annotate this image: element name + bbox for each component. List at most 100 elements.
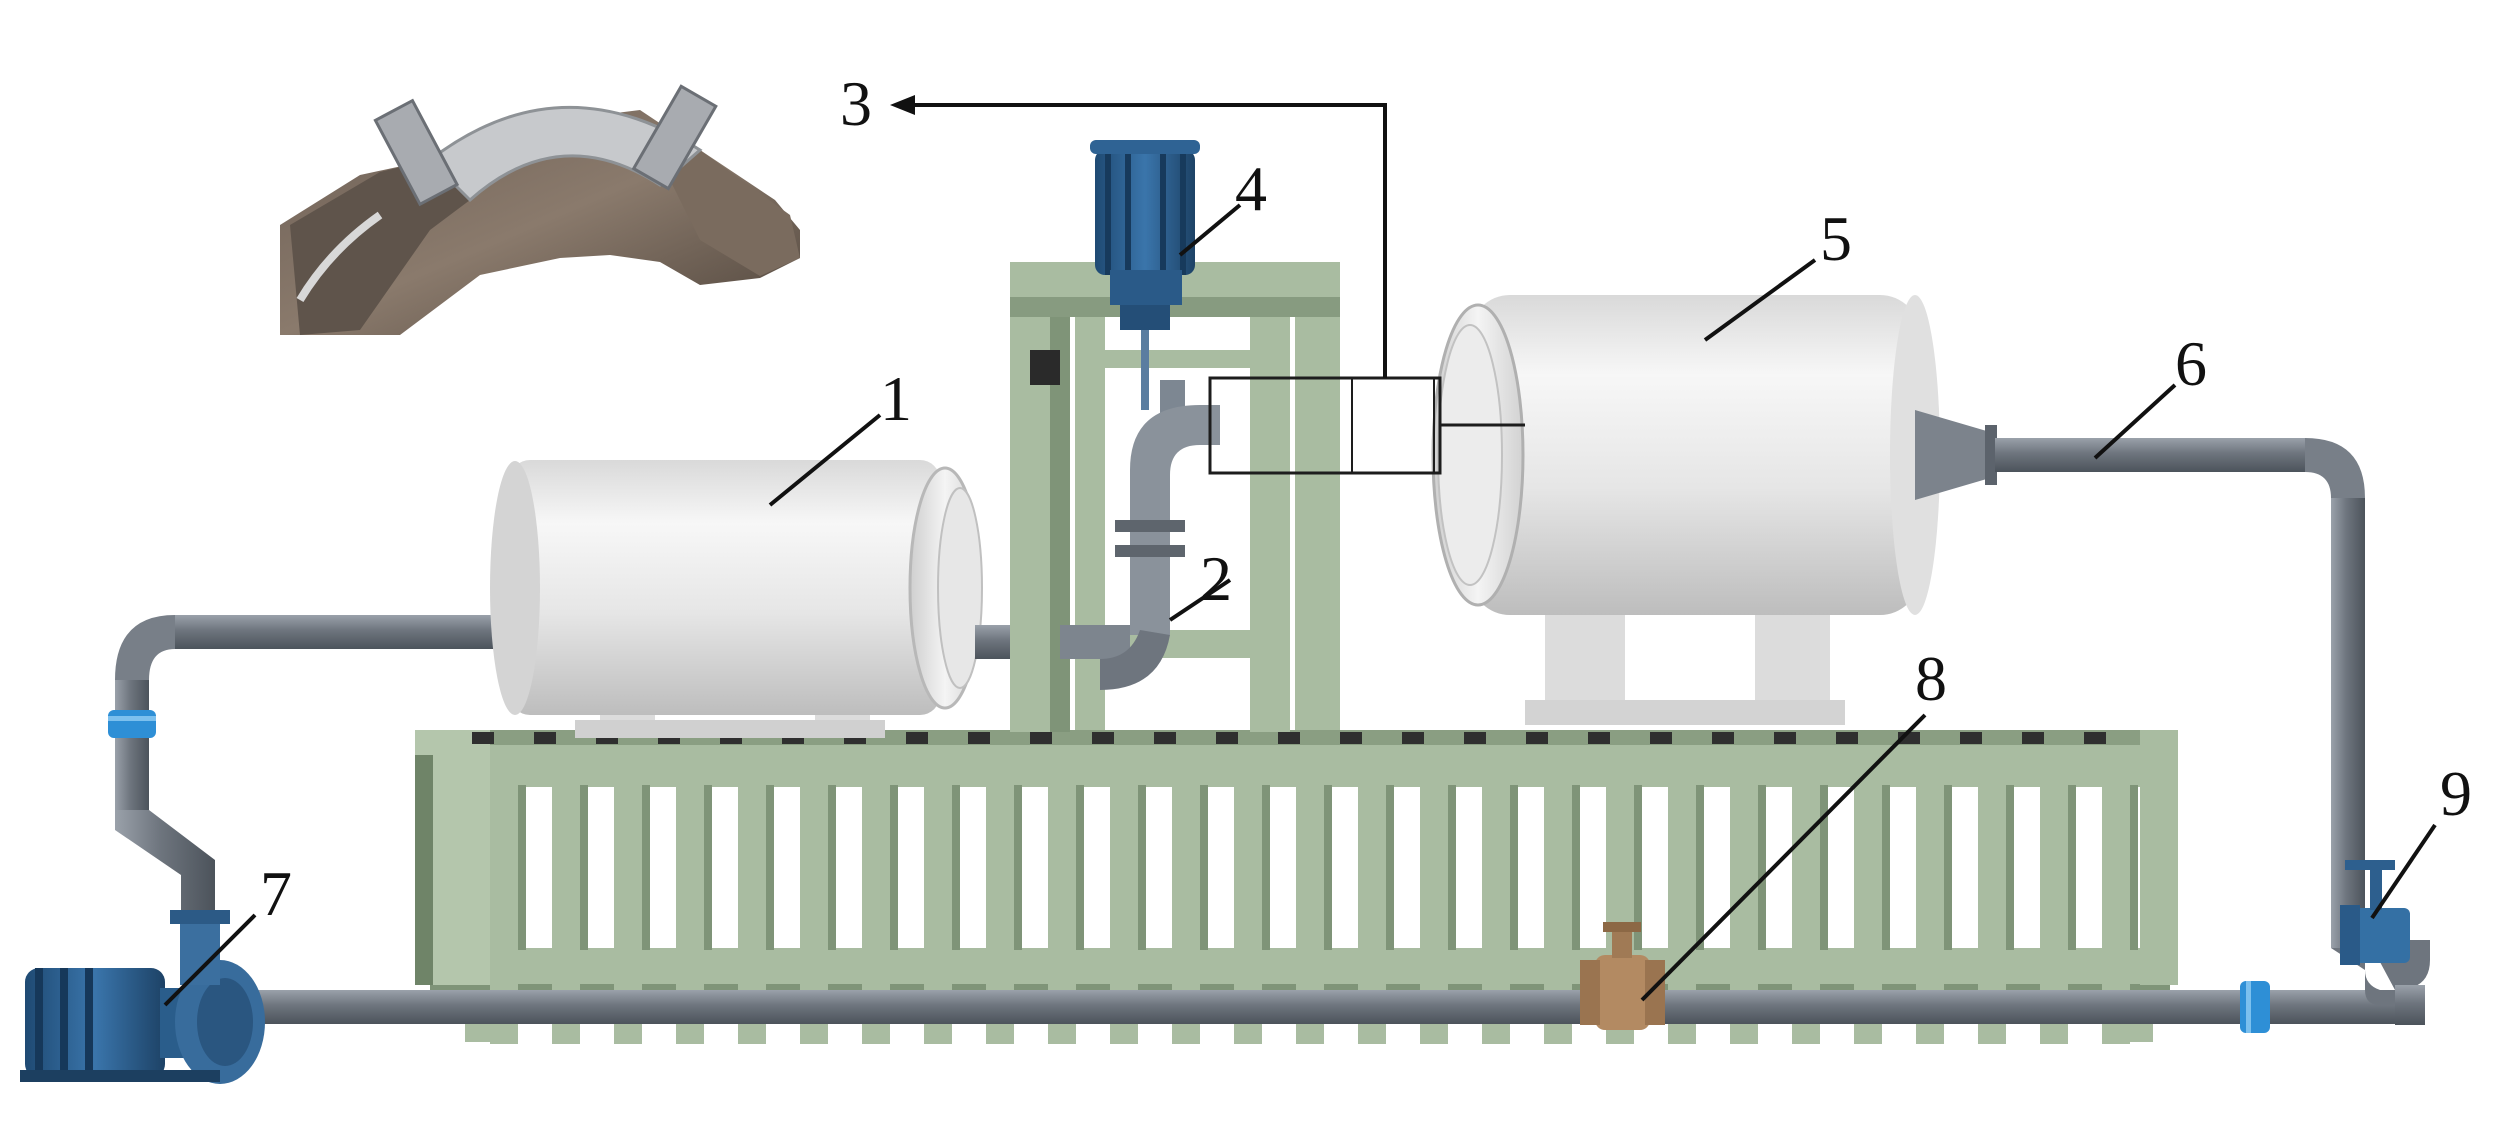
bend-pipe [1060, 330, 1220, 690]
frame-post [1544, 785, 1572, 950]
leader-line-3 [900, 103, 1387, 378]
frame-slot [2084, 732, 2106, 744]
pump-assembly [20, 910, 265, 1084]
frame-post-shadow [1200, 785, 1208, 950]
frame-post-shadow [642, 785, 650, 950]
frame-post [1730, 785, 1758, 950]
frame-slot [472, 732, 494, 744]
leader-line-8 [1640, 713, 1927, 1002]
label-2: 2 [1200, 543, 1232, 614]
frame-slot [1092, 732, 1114, 744]
frame-post-shadow [1882, 785, 1890, 950]
frame-post [1110, 785, 1138, 950]
water-tank-5 [1431, 295, 1997, 725]
frame-slot [1836, 732, 1858, 744]
label-8: 8 [1915, 643, 1947, 714]
frame-post [1668, 785, 1696, 950]
label-9: 9 [2440, 758, 2472, 829]
label-6: 6 [2175, 328, 2207, 399]
frame-slot [2022, 732, 2044, 744]
arrowhead-3 [890, 95, 915, 115]
frame-post-shadow [828, 785, 836, 950]
leader-line-6 [2093, 383, 2177, 460]
frame-slot [1340, 732, 1362, 744]
frame-post-shadow [580, 785, 588, 950]
leader-line-7 [163, 913, 257, 1007]
frame-slot [1030, 732, 1052, 744]
frame-post [924, 785, 952, 950]
return-pipe [235, 940, 2430, 1033]
frame-post-shadow [952, 785, 960, 950]
leader-lines [163, 103, 2437, 1007]
frame-post [1296, 785, 1324, 950]
frame-post-shadow [890, 785, 898, 950]
frame-post-shadow [1386, 785, 1394, 950]
frame-post [1854, 785, 1882, 950]
frame-slot [1588, 732, 1610, 744]
specimen-photo [280, 84, 800, 335]
label-1: 1 [880, 363, 912, 434]
control-valve [2340, 860, 2410, 965]
frame-slot [1526, 732, 1548, 744]
frame-slot [1960, 732, 1982, 744]
frame-post [800, 785, 828, 950]
ball-valve [1580, 922, 1665, 1030]
frame-slot [1216, 732, 1238, 744]
frame-post [1420, 785, 1448, 950]
left-supply-pipe [108, 615, 515, 920]
frame-post [1916, 785, 1944, 950]
frame-post-shadow [2006, 785, 2014, 950]
frame-post [1048, 785, 1076, 950]
frame-post-shadow [1076, 785, 1084, 950]
frame-slot [906, 732, 928, 744]
frame-post-shadow [1262, 785, 1270, 950]
frame-post-shadow [1510, 785, 1518, 950]
frame-post-shadow [1696, 785, 1704, 950]
frame-post-shadow [1758, 785, 1766, 950]
frame-post-shadow [1324, 785, 1332, 950]
frame-post [738, 785, 766, 950]
tower-frame [1010, 262, 1340, 732]
leader-line-4 [1178, 203, 1242, 257]
leader-line-5 [1703, 258, 1817, 342]
frame-slot [1154, 732, 1176, 744]
callout-labels: 1 2 3 4 5 6 7 8 9 [260, 68, 2472, 929]
frame-post [1792, 785, 1820, 950]
frame-slot [1774, 732, 1796, 744]
leader-line-1 [768, 413, 882, 507]
frame-post [1358, 785, 1386, 950]
frame-post-shadow [1944, 785, 1952, 950]
frame-post [1234, 785, 1262, 950]
label-5: 5 [1820, 203, 1852, 274]
frame-post-shadow [2068, 785, 2076, 950]
frame-post [1172, 785, 1200, 950]
frame-post-shadow [704, 785, 712, 950]
frame-slot [968, 732, 990, 744]
frame-post [2040, 785, 2068, 950]
outlet-pipe [1995, 438, 2395, 1005]
frame-post-shadow [1820, 785, 1828, 950]
frame-slot [1650, 732, 1672, 744]
observation-window [1208, 376, 1525, 475]
frame-slot [1402, 732, 1424, 744]
frame-post [552, 785, 580, 950]
frame-post-shadow [518, 785, 526, 950]
leader-line-9 [2370, 823, 2437, 920]
frame-post-shadow [766, 785, 774, 950]
label-7: 7 [260, 858, 292, 929]
frame-post [614, 785, 642, 950]
frame-slot [534, 732, 556, 744]
frame-post-shadow [1014, 785, 1022, 950]
water-tank-1 [490, 460, 1065, 738]
frame-post [676, 785, 704, 950]
frame-post [862, 785, 890, 950]
label-4: 4 [1235, 153, 1267, 224]
frame-post-shadow [1572, 785, 1580, 950]
label-3: 3 [840, 68, 872, 139]
frame-post-shadow [1448, 785, 1456, 950]
frame-post [1482, 785, 1510, 950]
frame-post-shadow [1138, 785, 1146, 950]
frame-slot [1464, 732, 1486, 744]
frame-post-shadow [1634, 785, 1642, 950]
